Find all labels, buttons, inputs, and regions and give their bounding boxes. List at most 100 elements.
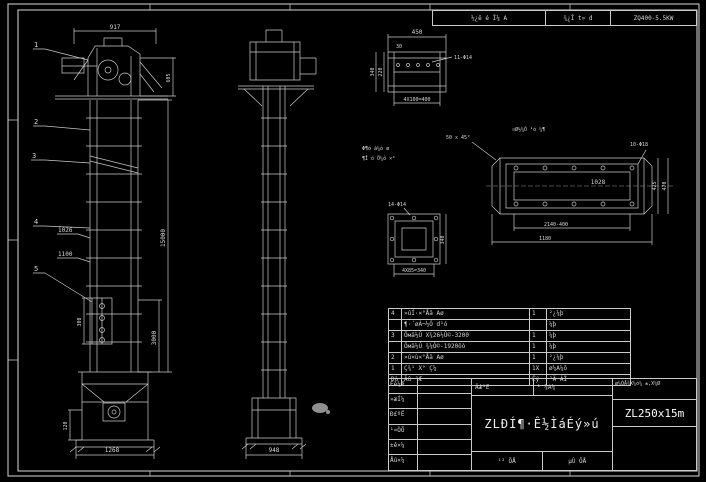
dim-plate-r1: 425 <box>652 181 658 190</box>
bom-mat: ²¿¼þ <box>549 354 564 361</box>
signature-label: ±ê×¼ <box>389 439 418 454</box>
signature-value <box>418 409 471 423</box>
dim-front-bottom: 1268 <box>105 447 120 454</box>
bom-header-mat: ²Ä ÁÏ <box>549 376 568 383</box>
balloon-5: 5 <box>34 265 38 273</box>
bom-mat: ¼þ <box>549 343 557 350</box>
sheet-count-row: ¹² ÕÅ µÚ ÕÅ <box>472 451 612 470</box>
spec-note: ø¼ÓÅ¾X¼ó¼ ±,X¼Ø <box>613 379 696 400</box>
signature-row: ¹¤ÒÕ <box>389 424 471 440</box>
detail-channel-holes <box>396 63 440 67</box>
label-1026: 1026 <box>58 227 73 234</box>
bom-mat: ø¼A¼ô <box>549 365 568 372</box>
bom-no: 4 <box>389 309 402 319</box>
stage-row: Äǽ¹E ¹ ¼A¼ <box>472 379 612 396</box>
bom-mat: ²¿¼þ <box>549 310 564 317</box>
ink-blot <box>312 403 330 414</box>
bom-no: 2 <box>389 353 402 363</box>
signature-row: Ð£ºË <box>389 409 471 425</box>
header-strip: ½¿ê é Î¼ A ¾¿Î t» d ZQ400-5.5KW <box>432 10 697 26</box>
detail-channel: 450 30 11-Φ14 220 340 4X100=400 <box>370 29 472 106</box>
title-block-signatures: Éè¼Æ »æÍ¼ Ð£ºË ¹¤ÒÕ ±ê×¼ Åú×¼ <box>389 379 472 470</box>
signature-value <box>418 440 471 454</box>
sheet-count-total: ¹² ÕÅ <box>472 452 543 470</box>
dim-front-height: 15000 <box>160 229 167 247</box>
detail-plate-holes <box>513 165 635 207</box>
bom-no: 3 <box>389 331 402 341</box>
bom-qty: 1 <box>530 353 547 363</box>
label-flange-holes: 14-Φ14 <box>388 202 406 208</box>
stage-label: Äǽ¹E <box>472 379 534 395</box>
dim-channel-30: 30 <box>396 44 402 50</box>
bom-row: ¶·´øÁ¬½Ó d¹ó ¼þ <box>389 320 630 331</box>
bom-row: 2 »ú×ù×°Åä Aø 1 ²¿¼þ <box>389 353 630 364</box>
bom-header-qty: Êý <box>530 375 547 385</box>
signature-label: Ð£ºË <box>389 409 418 424</box>
dim-side-bottom: 948 <box>269 447 280 454</box>
header-cell-1: ½¿ê é Î¼ A <box>433 11 546 25</box>
model-number: ZL250x15m <box>613 400 696 427</box>
signature-value <box>418 379 471 393</box>
signature-value <box>418 394 471 408</box>
bom-name: ¶·´øÁ¬½Ó d¹ó <box>402 320 530 330</box>
signature-label: Åú×¼ <box>389 454 418 470</box>
bom-name: Ç¾¹ X° Ç¼ <box>402 364 530 374</box>
bom-mat: ¼þ <box>549 321 557 328</box>
note-block: Φ¶ó á¼ó ø ¶Î ó Ö¼ô ×° <box>362 145 395 162</box>
sheet-frame <box>7 3 700 477</box>
signature-value <box>418 425 471 439</box>
signature-row: »æÍ¼ <box>389 394 471 410</box>
bom-header-row: Ðò Ãû ³Æ Êý ²Ä ÁÏ <box>389 375 630 385</box>
bom-qty <box>530 320 547 330</box>
sheet-count-number: µÚ ÕÅ <box>568 457 587 465</box>
dim-front-head: 605 <box>166 73 172 82</box>
bom-row: 4 »úÍ·×°Åä Aø 1 ²¿¼þ <box>389 309 630 320</box>
stage-value: ¹ ¼A¼ <box>537 383 556 391</box>
dim-plate-b1: 2140-400 <box>544 222 568 228</box>
title-block-right: ø¼ÓÅ¾X¼ó¼ ±,X¼Ø ZL250x15m <box>613 379 696 470</box>
balloon-3: 3 <box>32 152 36 160</box>
dim-channel-left-a: 220 <box>378 67 384 76</box>
header-cell-2: ¾¿Î t» d <box>546 11 611 25</box>
title-block-middle: Äǽ¹E ¹ ¼A¼ ZLÐÍ¶·Ê½ÌáÉý»ú ¹² ÕÅ µÚ ÕÅ <box>472 379 613 470</box>
signature-label: Éè¼Æ <box>389 379 418 394</box>
dim-plate-inner: 1028 <box>591 179 606 186</box>
dim-plate-r2: 470 <box>662 181 668 190</box>
bom-row: 1 Ç¾¹ X° Ç¼ 1X ø¼A¼ô <box>389 364 630 375</box>
signature-label: ¹¤ÒÕ <box>389 424 418 439</box>
front-view-dim-lines <box>31 28 176 459</box>
drawing-title: ZLÐÍ¶·Ê½ÌáÉý»ú <box>484 416 600 431</box>
dim-channel-left-b: 340 <box>370 67 376 76</box>
dim-channel-bottom: 4X100=400 <box>403 97 430 103</box>
signature-value <box>418 455 471 470</box>
label-plate-note: ¤Ø½¼Ó ¹ó ¼¶ <box>512 126 545 133</box>
detail-flange: 14-Φ14 4X85=340 340 <box>387 202 447 277</box>
bom-header-name: Ãû ³Æ <box>402 375 530 385</box>
detail-flange-holes <box>389 215 439 263</box>
dim-front-boot: 120 <box>63 421 69 430</box>
dim-front-bucket: 300 <box>77 317 83 326</box>
title-block-empty <box>613 427 696 470</box>
bom-no <box>389 320 402 330</box>
label-1100: 1100 <box>58 251 73 258</box>
bom-mat: ¼þ <box>549 332 557 339</box>
detail-plate: 50 x 45° ¤Ø½¼Ó ¹ó ¼¶ 10-Φ18 1028 2140-40… <box>446 126 674 245</box>
balloon-2: 2 <box>34 118 38 126</box>
dim-channel-top: 450 <box>412 29 423 36</box>
dim-plate-b2: 1180 <box>539 236 551 242</box>
bom-no: 1 <box>389 364 402 374</box>
balloon-1: 1 <box>34 41 38 49</box>
note-line2: ¶Î ó Ö¼ô ×° <box>362 155 395 162</box>
bom-name: »ú×ù×°Åä Aø <box>402 353 530 363</box>
header-cell-3: ZQ400-5.5KW <box>633 14 674 22</box>
bom-name: Öмä½Ú X¾26½Ú©-3200 <box>402 331 530 341</box>
bom-row: 3 Öмä½Ú X¾26½Ú©-3200 1 ¼þ <box>389 331 630 342</box>
dim-flange-right: 340 <box>440 235 446 244</box>
signature-label: »æÍ¼ <box>389 394 418 409</box>
bom-name: »úÍ·×°Åä Aø <box>402 309 530 319</box>
bom-qty: 1X <box>530 364 547 374</box>
bom-no <box>389 342 402 352</box>
bom-table: 4 »úÍ·×°Åä Aø 1 ²¿¼þ ¶·´øÁ¬½Ó d¹ó ¼þ 3 Ö… <box>388 308 631 386</box>
